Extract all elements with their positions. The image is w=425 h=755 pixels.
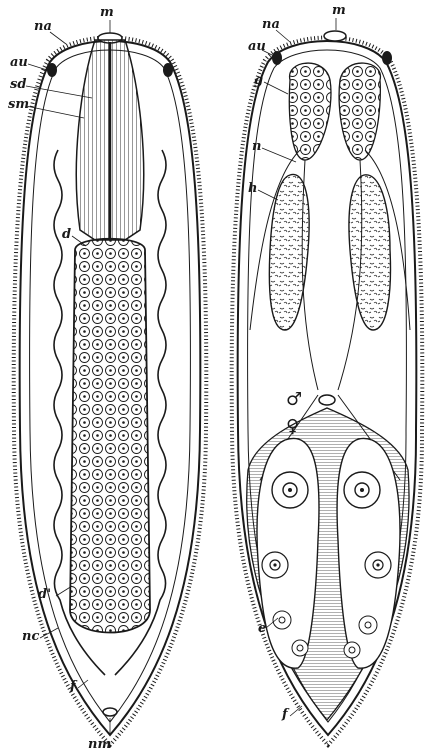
label-right-au: au [248,39,266,54]
male-symbol: ♂ [286,389,302,410]
right-brain-ganglion-left [289,63,331,160]
right-testis-left [269,174,309,330]
label-left-d-prime: d' [38,587,51,602]
right-mouth [324,31,346,41]
label-right-m: m [332,3,346,18]
right-auricle-right [382,51,392,65]
label-right-f: f [281,707,290,722]
label-right-g: g [254,73,263,88]
label-left-nc: nc [22,629,39,644]
label-left-au: au [10,55,28,70]
label-left-m: m [100,5,114,20]
right-specimen: ♂ ♀ m na au g n h e f [232,3,423,745]
right-auricle-left [272,51,282,65]
label-right-na: na [262,17,280,32]
left-specimen: m na au sd sm d d' nc f nm [8,5,206,752]
label-right-h: h [248,181,257,196]
right-testis-right [349,175,391,330]
label-left-f: f [69,679,78,694]
left-posterior-pore [103,708,117,716]
label-left-na: na [34,19,52,34]
label-left-sm: sm [8,97,29,112]
label-right-e: e [258,621,266,636]
left-auricle-left [47,63,57,77]
female-symbol: ♀ [286,416,299,437]
label-left-sd: sd [10,77,26,92]
right-genital-pore [319,395,335,405]
label-left-nm: nm [88,737,111,752]
left-intestine [70,239,150,633]
left-auricle-right [163,63,173,77]
label-right-n: n [252,139,261,154]
label-left-d: d [62,227,71,242]
right-brain-ganglion-right [339,63,380,160]
